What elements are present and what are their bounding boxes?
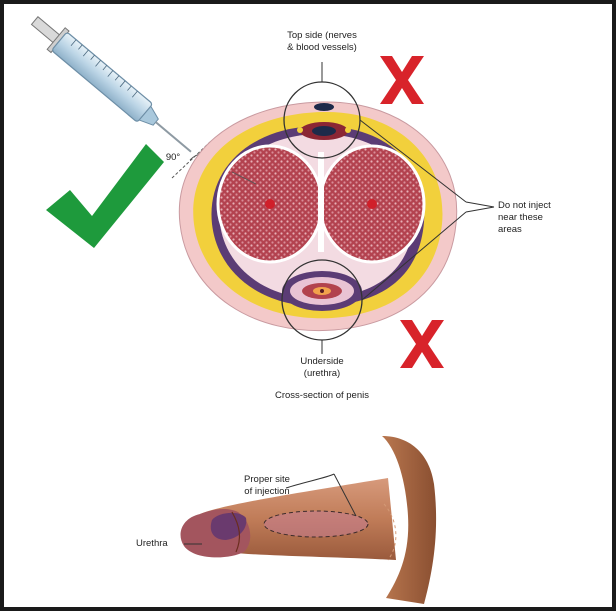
- top-side-label: Top side (nerves & blood vessels): [266, 30, 378, 54]
- urethra-label: Urethra: [136, 538, 196, 550]
- cross-section: [179, 62, 494, 354]
- proper-site-label: Proper site of injection: [222, 474, 312, 498]
- dorsal-vein: [314, 103, 334, 111]
- syringe-needle: [156, 122, 191, 152]
- angle-label: 90°: [158, 152, 188, 164]
- dorsal-artery: [312, 126, 336, 136]
- cross-section-title: Cross-section of penis: [236, 390, 408, 402]
- injection-site: [264, 511, 368, 537]
- checkmark-icon: [46, 144, 164, 248]
- illustration: [4, 4, 612, 607]
- x-mark-icon-bottom: [400, 320, 444, 368]
- syringe-barrel: [52, 32, 153, 122]
- diagram-canvas: Top side (nerves & blood vessels) 90° Do…: [4, 4, 612, 607]
- side-view: [181, 436, 437, 604]
- do-not-inject-label: Do not inject near these areas: [498, 200, 598, 236]
- syringe: [26, 10, 200, 163]
- x-mark-icon-top: [380, 56, 424, 104]
- underside-label: Underside (urethra): [270, 356, 374, 380]
